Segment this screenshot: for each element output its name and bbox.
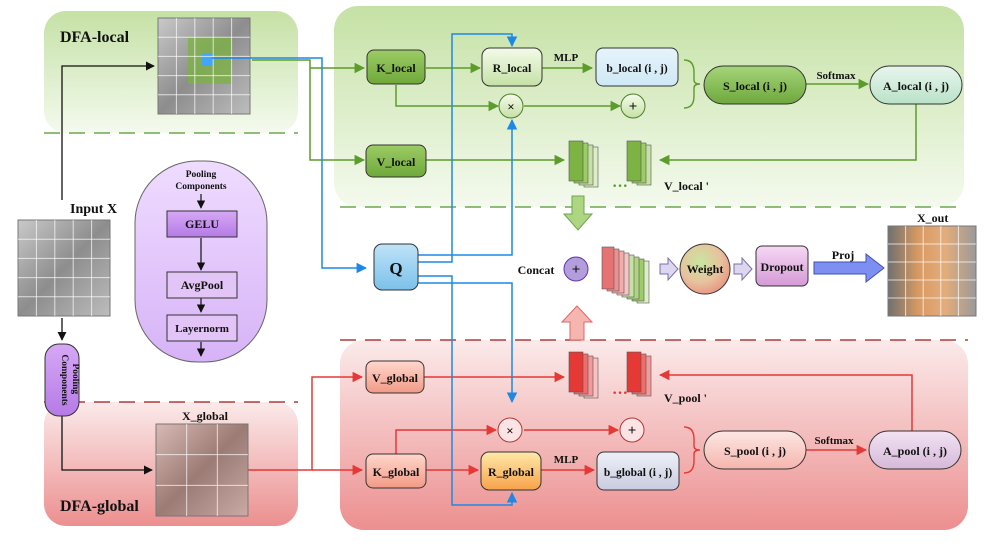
proj-label: Proj: [832, 248, 854, 262]
local-to-concat-arrow: [562, 195, 594, 231]
input-flow-arrows: [57, 61, 155, 475]
a-pool-node: [868, 430, 962, 470]
global-to-concat-arrow: [560, 305, 594, 341]
proj-arrow: [813, 252, 885, 284]
r-global-node: [480, 451, 542, 491]
k-global-node: [365, 453, 427, 489]
weight-node: [679, 243, 731, 295]
dropout-label: Dropout: [760, 260, 803, 274]
local-multiply-node: [498, 93, 524, 119]
v-local-feature-stacks: [568, 140, 652, 188]
a-local-label: A_local (i , j): [883, 79, 949, 93]
pooling-pill-line1: Pooling: [70, 364, 80, 395]
k-local-node: [366, 49, 426, 85]
avgpool-box: [166, 271, 238, 299]
v-pool-feature-stacks: [568, 351, 652, 399]
image-grids: [18, 18, 976, 516]
pooling-panel-title-2: Components: [175, 182, 227, 192]
v-local-prime-label: V_local ': [664, 179, 709, 193]
global-brace: [683, 426, 701, 474]
q-node: [373, 243, 419, 291]
concat-node: [563, 256, 589, 282]
svg-text:Pooling Components: Pooling Components: [59, 354, 80, 406]
v-local-dots: ···: [612, 178, 628, 195]
weight-label: Weight: [687, 262, 724, 276]
b-global-label: b_global (i , j): [604, 467, 673, 479]
local-add-symbol: +: [629, 99, 638, 115]
concat-symbol: +: [572, 262, 581, 278]
a-pool-label: A_pool (i , j): [883, 444, 947, 458]
v-local-node: [365, 144, 427, 178]
local-input-image: [157, 17, 251, 115]
local-mlp-label: MLP: [554, 52, 579, 64]
s-local-label: S_local (i , j): [723, 79, 787, 93]
avgpool-label: AvgPool: [181, 278, 224, 292]
x-out-label: X_out: [917, 211, 948, 225]
global-softmax-label: Softmax: [814, 435, 854, 447]
r-global-label: R_global: [488, 465, 535, 479]
input-x-image: [17, 219, 111, 317]
weight-to-dropout-arrow: [733, 256, 753, 282]
s-pool-label: S_pool (i , j): [724, 444, 786, 458]
s-pool-node: [703, 430, 807, 470]
gelu-box: [166, 210, 238, 238]
r-local-node: [481, 47, 543, 87]
b-local-node: [595, 47, 679, 87]
local-arrows: [252, 59, 917, 166]
dfa-local-label: DFA-local: [60, 29, 130, 46]
k-local-label: K_local: [376, 61, 416, 75]
layernorm-box: [166, 314, 238, 342]
gelu-label: GELU: [185, 217, 219, 231]
global-arrows: [248, 369, 913, 476]
pooling-components-pill: Pooling Components: [44, 343, 80, 417]
concat-label: Concat: [518, 263, 555, 277]
s-local-node: [703, 65, 807, 105]
global-add-symbol: +: [628, 423, 637, 439]
v-global-node: [365, 360, 425, 394]
pooling-pill-line2: Components: [59, 354, 69, 406]
x-out-image: [887, 225, 977, 317]
q-arrows: [212, 33, 518, 506]
local-add-node: [620, 93, 646, 119]
global-multiply-node: [497, 417, 523, 443]
local-brace: [683, 59, 701, 109]
k-global-label: K_global: [373, 465, 420, 479]
input-x-label: Input X: [70, 202, 117, 217]
a-local-node: [869, 65, 963, 105]
q-label: Q: [389, 259, 402, 278]
global-add-node: [619, 417, 645, 443]
dfa-global-label: DFA-global: [60, 498, 139, 515]
v-global-label: V_global: [372, 371, 419, 385]
x-global-image: [155, 423, 249, 517]
concat-to-weight-arrow: [659, 256, 679, 282]
v-pool-prime-label: V_pool ': [664, 391, 707, 405]
local-softmax-label: Softmax: [816, 70, 856, 82]
r-local-label: R_local: [493, 61, 532, 75]
dropout-node: [755, 245, 809, 287]
x-global-label: X_global: [182, 409, 229, 423]
layernorm-label: Layernorm: [175, 323, 229, 335]
v-local-label: V_local: [377, 155, 416, 169]
pooling-panel: Pooling Components GELU AvgPool Layernor…: [134, 160, 268, 363]
local-multiply-symbol: ×: [507, 99, 514, 114]
v-pool-dots: ···: [612, 385, 628, 402]
global-multiply-symbol: ×: [506, 423, 513, 438]
global-mlp-label: MLP: [554, 454, 579, 466]
pooling-panel-title-1: Pooling: [186, 170, 217, 180]
concat-feature-stack: [601, 246, 650, 304]
b-global-node: [596, 451, 680, 491]
b-local-label: b_local (i , j): [606, 63, 667, 75]
